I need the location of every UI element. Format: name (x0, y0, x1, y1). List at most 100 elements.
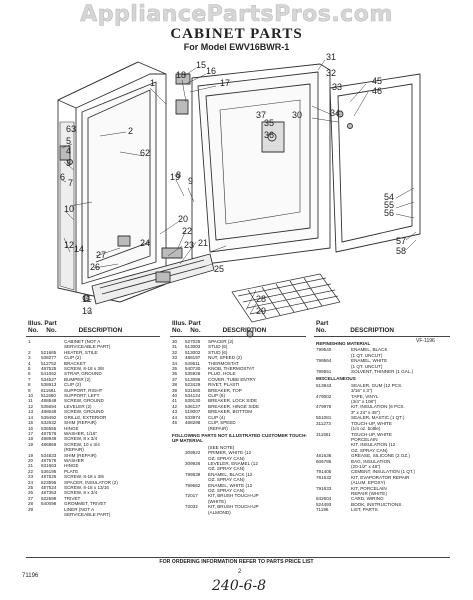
illus-number: 41 (172, 398, 178, 404)
callout-17: 17 (220, 78, 230, 88)
callout-54: 54 (384, 192, 394, 202)
part-number: 486869 (41, 441, 57, 447)
part-number: 487353 (41, 490, 57, 496)
ordering-info: FOR ORDERING INFORMATION REFER TO PARTS … (159, 559, 314, 565)
parts-row: SERVICEABLE PART) (28, 344, 162, 349)
part-description: (1 QT. UNCUT) (351, 363, 383, 369)
part-description: OZ. SPRAY CAN) (351, 447, 388, 453)
part-description: GRILLE, EXTERIOR (64, 414, 107, 420)
part-number: 791633 (316, 485, 332, 491)
illus-number: 44 (172, 414, 178, 420)
callout-26: 26 (90, 262, 100, 272)
callout-25: 25 (214, 264, 224, 274)
page-code: 71196 (22, 573, 39, 579)
part-description: KIT, INSULATION (6 PCS. (351, 404, 405, 410)
page-number: 2 (238, 569, 242, 575)
part-number: 487524 (41, 484, 57, 490)
part-description: SPACER (2) (208, 339, 234, 344)
callout-9: 9 (188, 176, 193, 186)
illus-number (28, 512, 41, 517)
part-description: BREAKER, LOCK SIDE (208, 398, 258, 404)
illus-number: 37 (172, 376, 178, 382)
part-number: 811661 (41, 387, 56, 393)
parts-row: SERVICEABLE PART) (28, 512, 162, 517)
parts-row: OZ. SPRAY CAN) (172, 466, 308, 471)
part-description: (20-1/2" x 48") (351, 463, 381, 469)
parts-row: (20-1/2" x 48") (316, 464, 456, 469)
cabinet-drawing (57, 61, 167, 303)
col2-header-illus: Illus. Part (172, 320, 201, 327)
illus-number: 32 (172, 349, 178, 355)
parts-row: (3/4" x 108") (316, 399, 456, 404)
trivet-drawing (231, 273, 341, 323)
part-description: BRACKET (64, 360, 86, 366)
callout-30: 30 (292, 110, 302, 120)
part-number: 540730 (185, 366, 201, 372)
illus-number: 35 (172, 366, 178, 372)
part-description: KNOB, THERMOSTAT (208, 366, 255, 372)
illus-number: 39 (172, 387, 178, 393)
part-description: ENAMEL, WHITE (12 (208, 482, 253, 488)
part-number: 606785 (316, 458, 332, 464)
parts-row: (1 QT. UNCUT) (316, 353, 456, 358)
part-number: 488648 (41, 409, 57, 415)
part-number: 309922 (185, 450, 201, 456)
part-description: (ALUM. EPOXY) (351, 480, 386, 486)
part-description: SERVICEABLE PART) (64, 512, 111, 517)
callout-3: 3 (66, 158, 71, 168)
part-number: 512752 (41, 360, 57, 366)
part-description: BOOK, INSTRUCTIONS (351, 501, 402, 507)
parts-row: (WHITE) (172, 499, 308, 504)
part-description: SHIM (REPAIR) (64, 452, 97, 458)
part-number: 519007 (185, 409, 201, 415)
part-number: 513002 (185, 349, 201, 355)
part-description: CEMENT, INSULATION (1 QT.) (351, 469, 415, 475)
callout-35: 35 (264, 118, 274, 128)
callout-23: 23 (184, 240, 194, 250)
col2-header-row: No. No. DESCRIPTION (172, 327, 266, 334)
part-description: BUMPER (2) (64, 376, 91, 382)
part-description: BAG, INSULATION (351, 458, 391, 464)
col3-header-row: No. DESCRIPTION (316, 327, 394, 334)
col3-header-part: Part (316, 320, 329, 327)
illus-number: 2 (28, 349, 31, 355)
col1-header-no: No. (28, 327, 39, 334)
callout-6: 6 (60, 172, 65, 182)
part-description: COVER, TUBE ENTRY (208, 376, 256, 382)
part-description: SCREW, 8 x 3/4 (64, 490, 98, 496)
illus-number (172, 510, 185, 515)
illus-number: 22 (28, 468, 34, 474)
callout-18: 18 (176, 70, 186, 80)
part-number: 632599 (41, 495, 57, 501)
part-description: SCREW, 8-18 x 13/16 (64, 484, 109, 490)
part-description: SERVICEABLE PART) (64, 344, 111, 350)
part-description: LIST, PARTS (351, 507, 378, 513)
part-description: STUD (6) (208, 344, 228, 350)
parts-row: OZ. SPRAY CAN) (316, 448, 456, 453)
illus-number: 34 (172, 360, 178, 366)
part-number: 799562 (185, 482, 201, 488)
illus-number: 19 (28, 441, 34, 447)
callout-2: 2 (128, 126, 133, 136)
part-number: 488949 (41, 436, 57, 442)
